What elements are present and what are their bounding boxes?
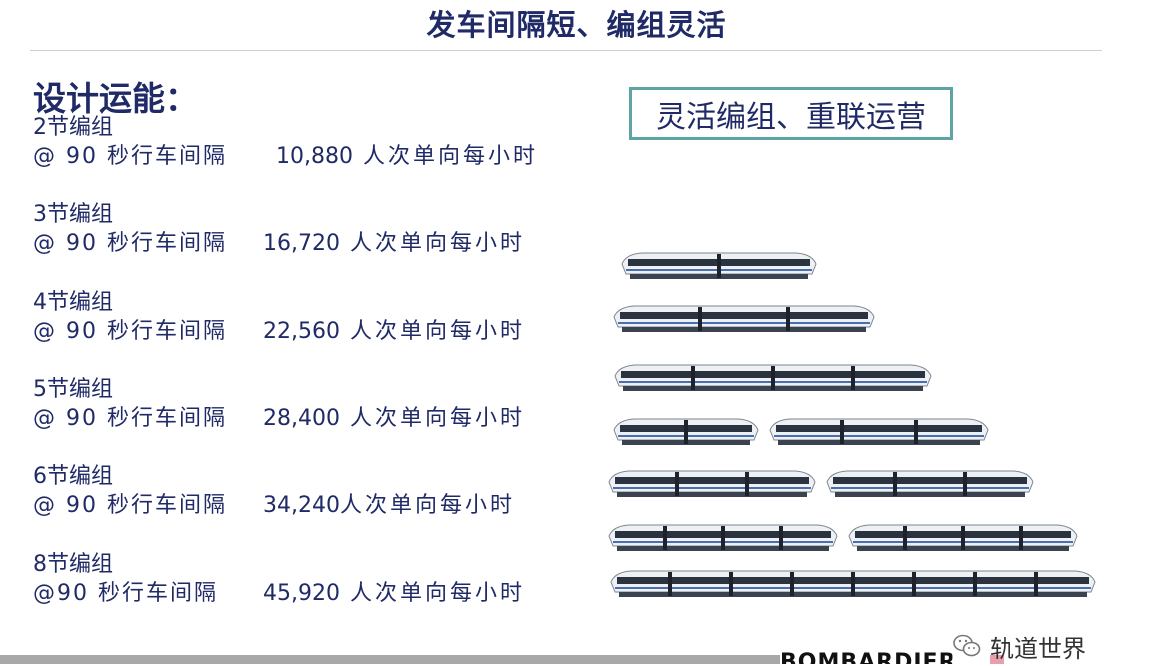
capacity-unit: 人次单向每小时: [339, 581, 525, 606]
capacity-value: 28,400: [263, 406, 340, 431]
train-unit: [610, 570, 1096, 597]
capacity-unit: 人次单向每小时: [339, 493, 515, 518]
callout-box: 灵活编组、重联运营: [629, 87, 953, 140]
capacity-value: 45,920: [263, 581, 340, 606]
capacity-item: 6节编组 @ 90 秒行车间隔 34,240人次单向每小时: [33, 462, 515, 520]
capacity-unit: 人次单向每小时: [339, 406, 525, 431]
train-unit: [608, 524, 838, 551]
capacity-item: 2节编组 @ 90 秒行车间隔 10,880 人次单向每小时: [33, 113, 538, 171]
headway-text: @ 90 秒行车间隔: [33, 406, 227, 431]
headway-text: @ 90 秒行车间隔: [33, 319, 227, 344]
headway-text: @ 90 秒行车间隔: [33, 493, 227, 518]
capacity-unit: 人次单向每小时: [339, 319, 525, 344]
train-unit: [621, 252, 817, 279]
capacity-value: 22,560: [263, 319, 340, 344]
capacity-unit: 人次单向每小时: [339, 231, 525, 256]
capacity-value: 10,880: [276, 144, 353, 169]
watermark: 轨道世界: [952, 626, 1086, 666]
train-unit: [613, 305, 875, 332]
train-unit: [826, 470, 1034, 497]
train-formations-illustration: [608, 252, 1096, 597]
headway-text: @90 秒行车间隔: [33, 581, 218, 606]
capacity-value: 34,240: [263, 493, 340, 518]
headway-text: @ 90 秒行车间隔: [33, 231, 227, 256]
capacity-item: 3节编组 @ 90 秒行车间隔 16,720 人次单向每小时: [33, 200, 525, 258]
capacity-line: @ 90 秒行车间隔 22,560 人次单向每小时: [33, 317, 525, 346]
capacity-item: 5节编组 @ 90 秒行车间隔 28,400 人次单向每小时: [33, 375, 525, 433]
formation-label: 6节编组: [33, 464, 113, 489]
capacity-line: @ 90 秒行车间隔 16,720 人次单向每小时: [33, 229, 525, 258]
capacity-line: @ 90 秒行车间隔 34,240人次单向每小时: [33, 491, 515, 520]
headway-text: @ 90 秒行车间隔: [33, 144, 227, 169]
formation-label: 5节编组: [33, 377, 113, 402]
train-unit: [613, 418, 759, 445]
train-unit: [608, 470, 816, 497]
capacity-line: @ 90 秒行车间隔 28,400 人次单向每小时: [33, 404, 525, 433]
wechat-icon: [952, 633, 982, 659]
section-heading: 设计运能：: [33, 79, 198, 118]
capacity-value: 16,720: [263, 231, 340, 256]
watermark-text: 轨道世界: [990, 634, 1086, 663]
formation-label: 3节编组: [33, 202, 113, 227]
title-divider: [30, 50, 1102, 51]
train-unit: [848, 524, 1078, 551]
capacity-unit: 人次单向每小时: [352, 144, 538, 169]
capacity-line: @90 秒行车间隔 45,920 人次单向每小时: [33, 579, 525, 608]
formation-label: 8节编组: [33, 552, 113, 577]
train-unit: [614, 364, 932, 391]
footer-bar: [0, 655, 780, 664]
formation-label: 2节编组: [33, 115, 113, 140]
bombardier-logo: BOMBARDIER: [780, 652, 957, 664]
train-unit: [769, 418, 989, 445]
capacity-line: @ 90 秒行车间隔 10,880 人次单向每小时: [33, 142, 538, 171]
capacity-item: 4节编组 @ 90 秒行车间隔 22,560 人次单向每小时: [33, 288, 525, 346]
formation-label: 4节编组: [33, 290, 113, 315]
capacity-item: 8节编组 @90 秒行车间隔 45,920 人次单向每小时: [33, 550, 525, 608]
page-title: 发车间隔短、编组灵活: [426, 8, 727, 42]
callout-text: 灵活编组、重联运营: [656, 99, 926, 135]
